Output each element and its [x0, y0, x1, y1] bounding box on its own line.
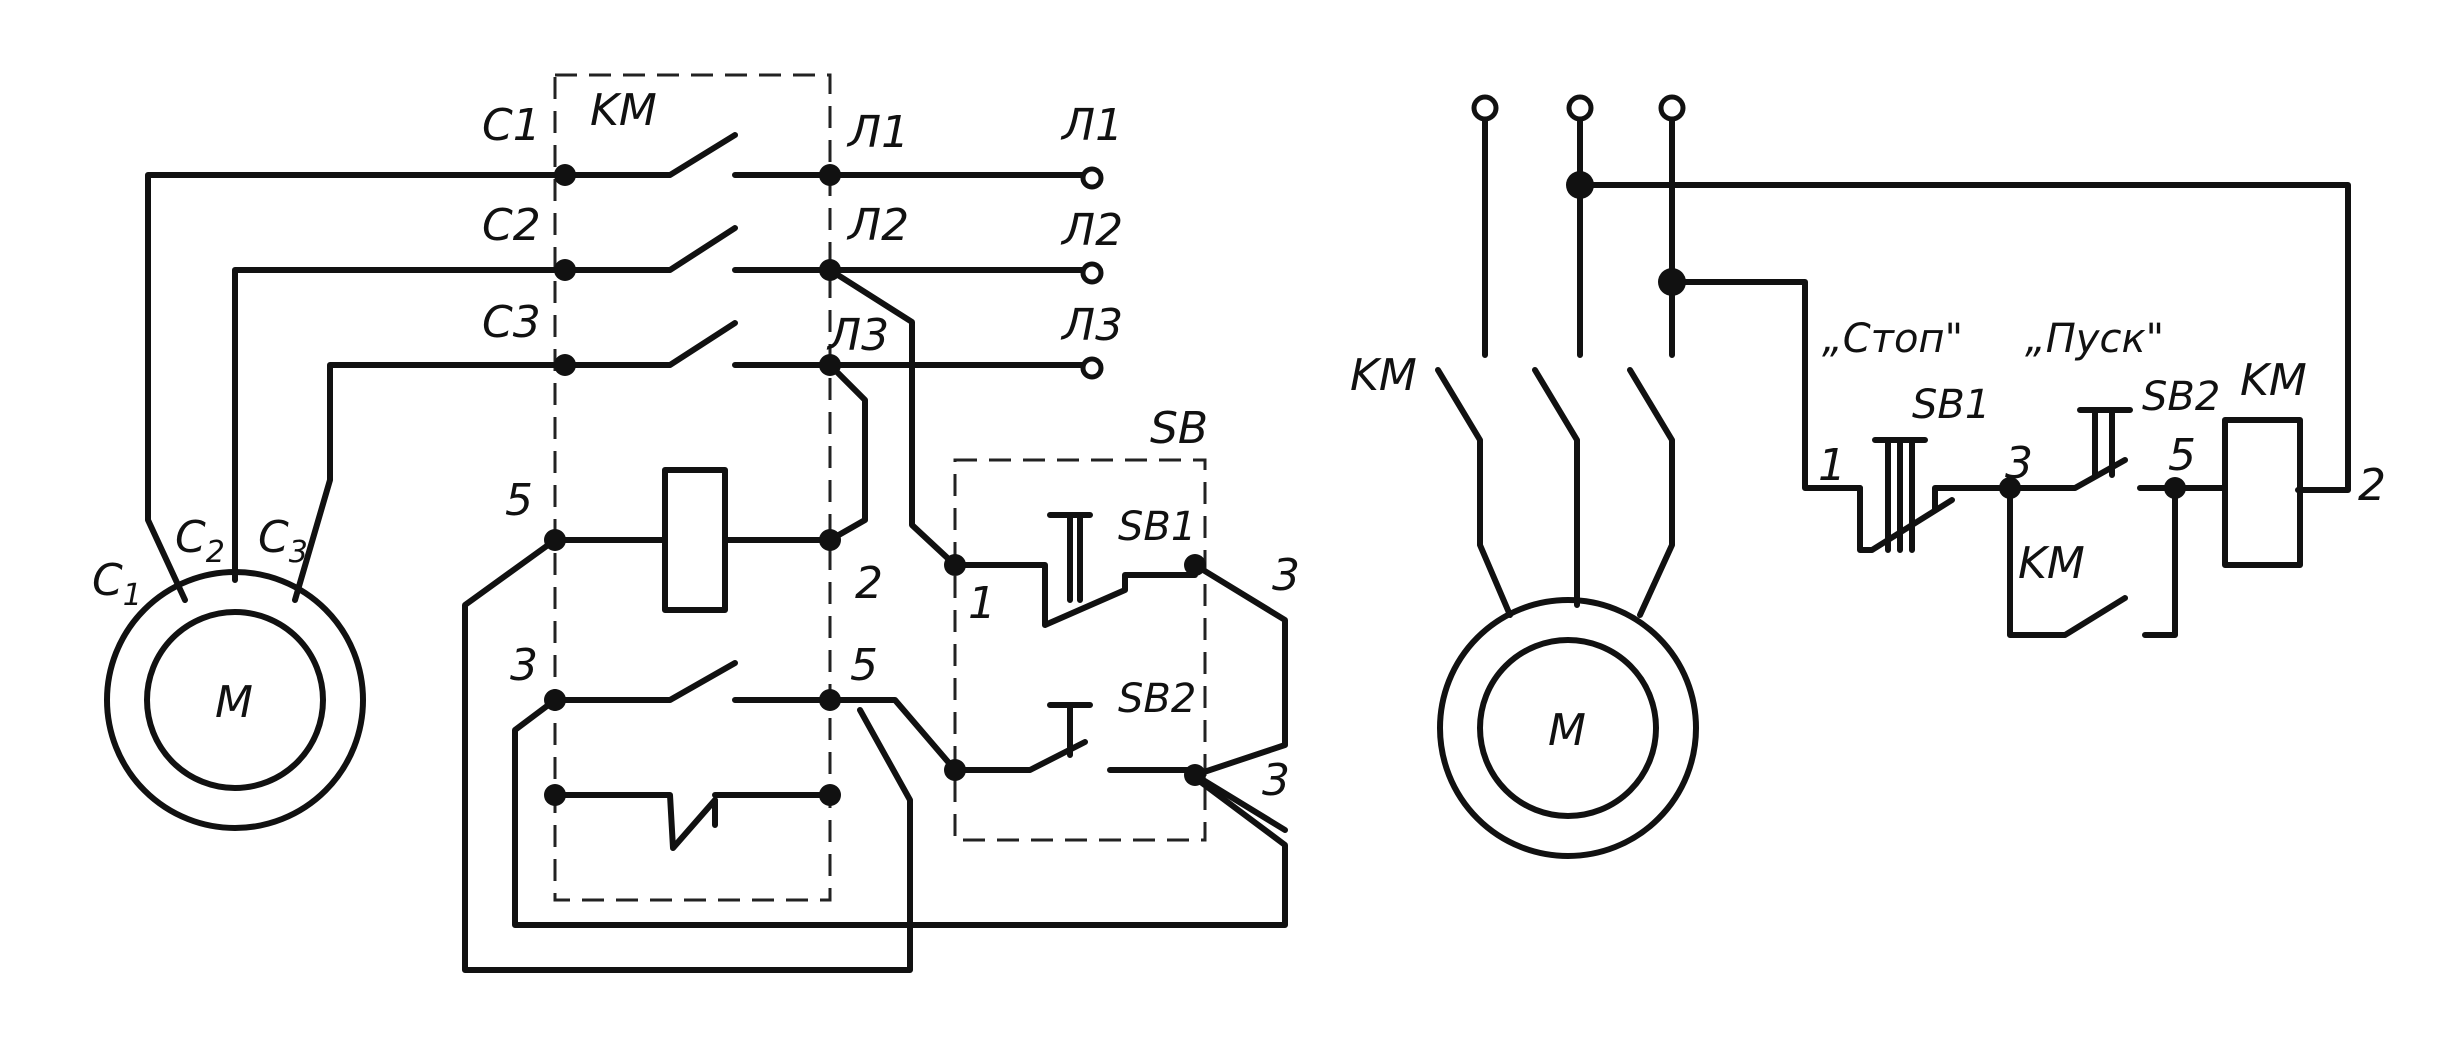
node-2: 2	[855, 558, 883, 609]
aux-contact-km	[552, 660, 833, 703]
control-top-wire	[1577, 182, 2351, 493]
left-motor-inner	[144, 609, 326, 791]
km-dashed-frame	[553, 73, 832, 902]
node-5-top: 5	[505, 475, 533, 526]
sb-dashed-box	[953, 458, 1207, 842]
right-schematic: M KM „Стоп" „Пуск" SB1 SB2 KM KM 1 3	[1350, 94, 2386, 859]
supply-terminal-3	[1658, 94, 1686, 122]
node3-wires	[1192, 562, 1288, 833]
stator-label-c3: C3	[482, 297, 541, 348]
right-junction-dots	[1566, 171, 2186, 499]
stator-lead-1	[145, 172, 568, 603]
line-far-l2: Л2	[1060, 205, 1123, 256]
node-5-bottom: 5	[850, 640, 878, 691]
stop-label: „Стоп"	[1822, 316, 1963, 362]
right-coil-body	[2222, 417, 2303, 568]
motor-lead-c1: C1	[92, 555, 142, 613]
line-far-l3: Л3	[1060, 300, 1123, 351]
sb1-label: SB1	[1118, 504, 1196, 550]
sb2-label: SB2	[1118, 676, 1196, 722]
sb1-contact	[952, 562, 1198, 628]
line-terminal-3	[1080, 356, 1104, 380]
right-motor-label: M	[1548, 705, 1586, 756]
left-motor-label: M	[215, 677, 253, 728]
left-schematic: M	[92, 73, 1300, 973]
line-near-l1: Л1	[846, 107, 909, 158]
right-sb1-actuator	[1872, 437, 1928, 553]
right-node-3: 3	[2005, 438, 2033, 489]
right-node-5: 5	[2168, 430, 2196, 481]
line-terminal-1	[1080, 166, 1104, 190]
right-sb2-label: SB2	[2142, 374, 2220, 420]
right-km-aux-contact	[2007, 485, 2178, 638]
motor-lead-c2: C2	[175, 512, 225, 570]
supply-terminal-2	[1566, 94, 1594, 122]
supply-lines	[1482, 117, 1675, 358]
node-3-sb1: 3	[1272, 550, 1300, 601]
km-main-contacts	[562, 132, 1103, 368]
sb2-actuator	[1047, 702, 1093, 758]
control-feed-wire	[1669, 279, 1863, 491]
node-3-left: 3	[510, 640, 538, 691]
right-node-2: 2	[2358, 460, 2386, 511]
right-motor-outer	[1437, 597, 1699, 859]
start-label: „Пуск"	[2025, 316, 2164, 362]
motor-lead-c3: C3	[258, 512, 308, 570]
coil-body	[662, 467, 728, 613]
aux-right-to-sb2	[827, 697, 958, 773]
sb2-contact	[952, 739, 1198, 773]
sb1-actuator	[1047, 512, 1093, 603]
stator-lead-2	[232, 267, 568, 583]
right-km-contacts	[1435, 367, 1675, 618]
stator-label-c2: C2	[482, 200, 541, 251]
aux-left-wire	[512, 697, 1288, 928]
node-1: 1	[968, 578, 996, 629]
l2-tap-to-sb1	[827, 267, 958, 568]
left-junction-dots	[544, 164, 1206, 806]
node-3-sb2: 3	[1262, 755, 1290, 806]
right-aux-label: KM	[2018, 538, 2085, 589]
aux-nc-contact	[552, 792, 833, 851]
right-node-1: 1	[1818, 440, 1846, 491]
node5-loop-wire	[462, 537, 913, 973]
right-coil-label: KM	[2240, 355, 2307, 406]
line-terminal-2	[1080, 261, 1104, 285]
supply-terminal-1	[1471, 94, 1499, 122]
right-sb1-label: SB1	[1912, 382, 1990, 428]
right-km-label: KM	[1350, 350, 1417, 401]
line-far-l1: Л1	[1060, 100, 1123, 151]
right-sb2-actuator	[2077, 407, 2133, 478]
right-motor-inner	[1477, 637, 1659, 819]
right-sb1-contact	[1857, 485, 2013, 553]
l3-tap-to-coil	[827, 362, 868, 543]
sb-box-label: SB	[1150, 403, 1208, 454]
stator-label-c1: C1	[482, 100, 541, 151]
line-near-l2: Л2	[846, 200, 909, 251]
stator-lead-3	[292, 362, 568, 603]
km-label: KM	[590, 85, 657, 136]
line-near-l3: Л3	[826, 310, 889, 361]
